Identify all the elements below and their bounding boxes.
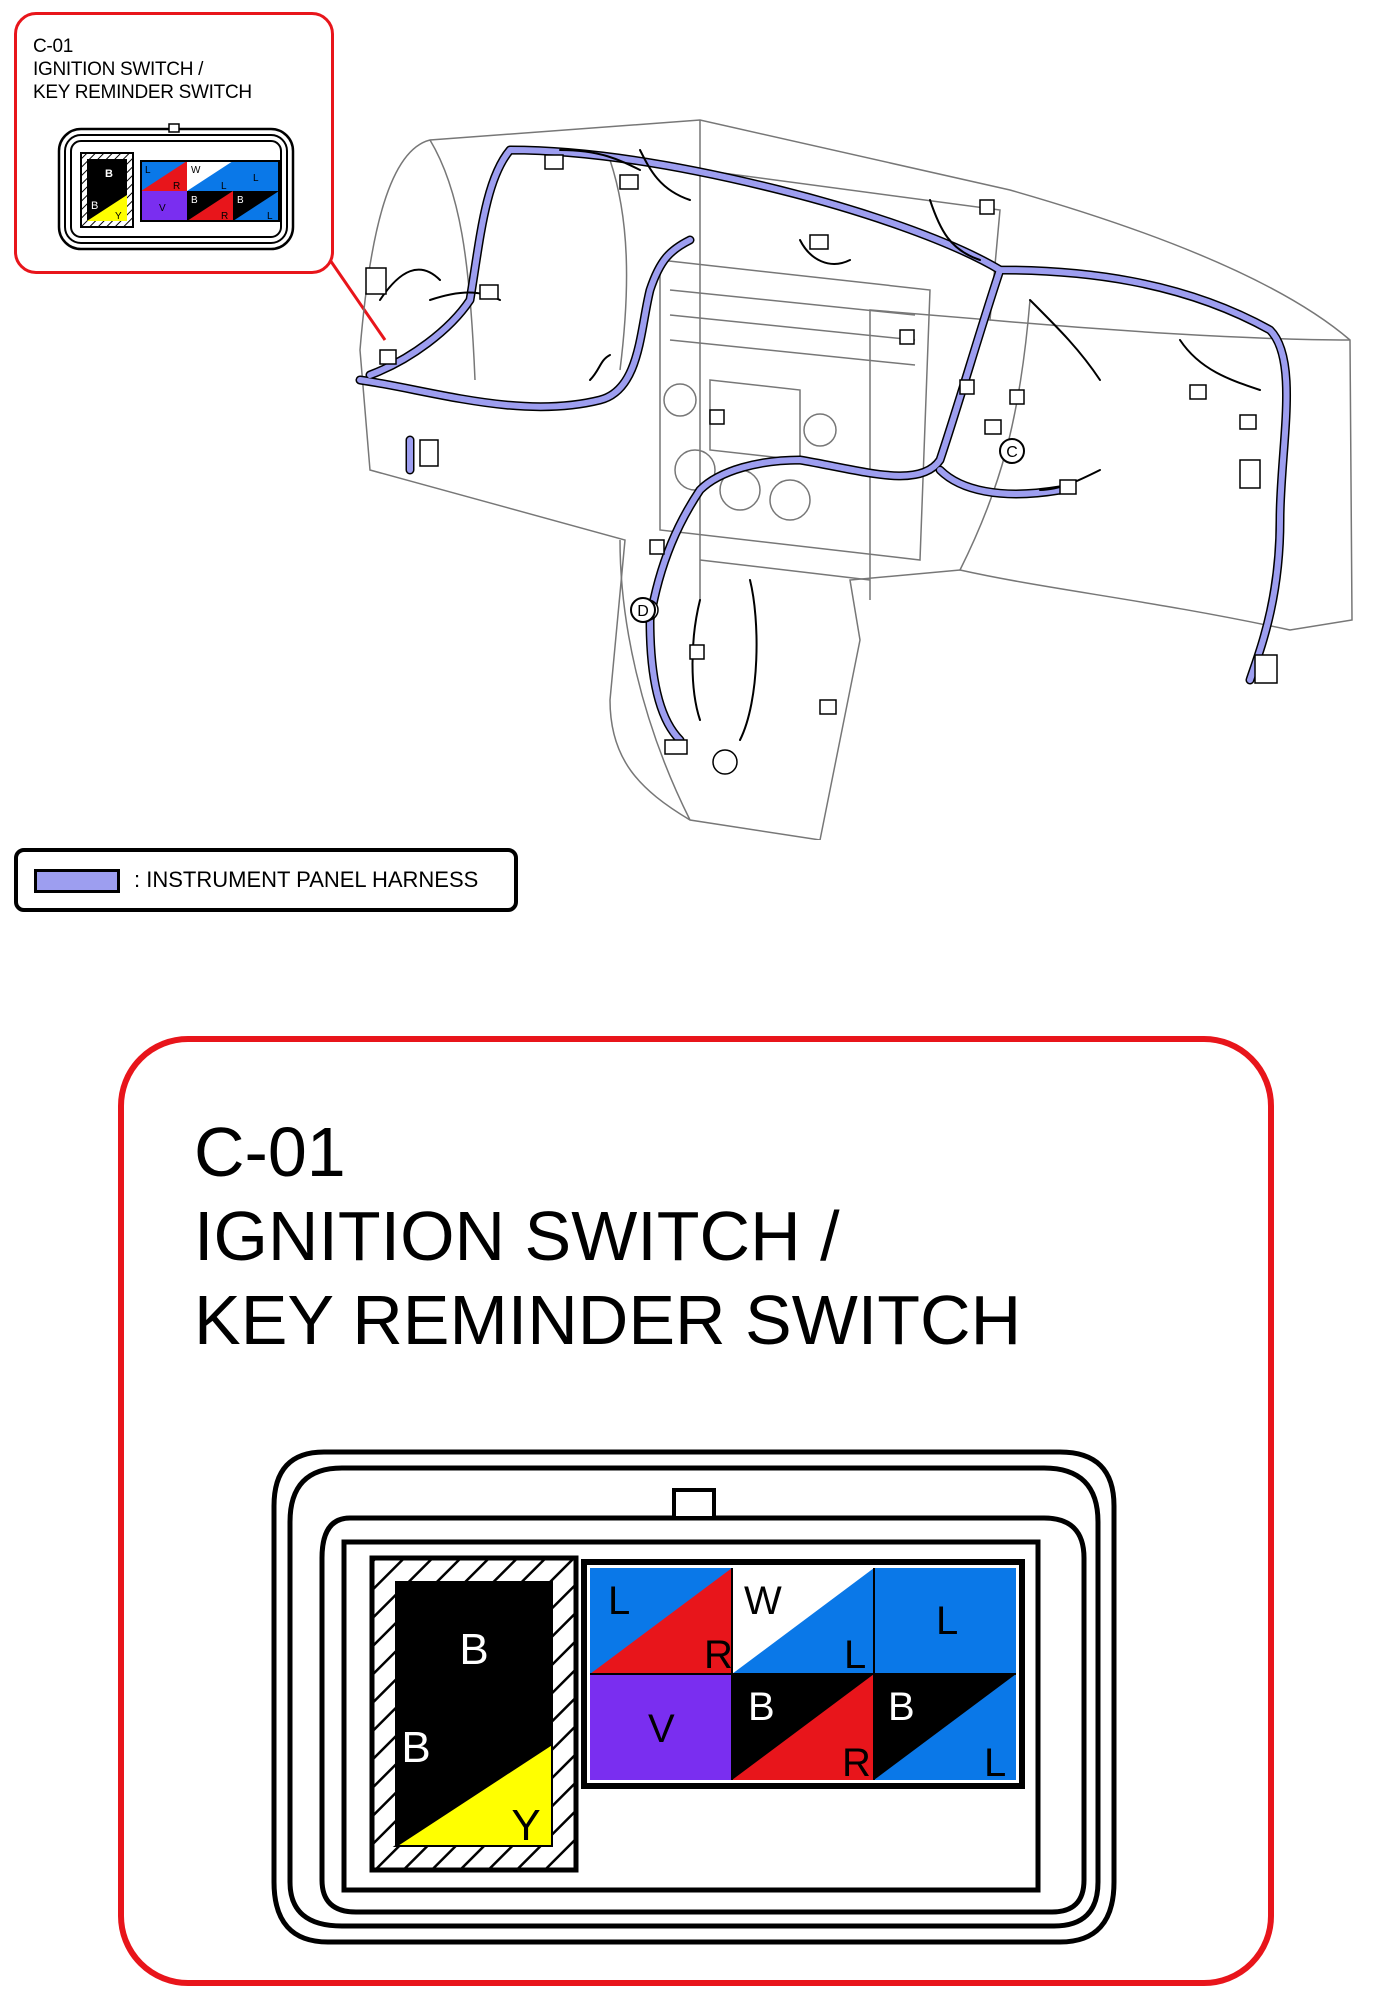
svg-text:B: B	[459, 1625, 488, 1674]
svg-text:B: B	[401, 1723, 430, 1772]
svg-text:L: L	[267, 211, 273, 222]
svg-text:R: R	[704, 1633, 733, 1677]
callout-title-line2: KEY REMINDER SWITCH	[33, 82, 252, 103]
connector-face-large: B B Y L R W L L	[271, 1449, 1117, 1945]
pin-l-r: L R	[590, 1568, 733, 1677]
pin-l: L	[874, 1568, 1016, 1674]
connector-face-small: B B Y LR WL L V BR BL	[57, 123, 295, 251]
svg-text:L: L	[608, 1579, 630, 1623]
connector-title-line1: IGNITION SWITCH /	[194, 1197, 840, 1275]
legend-label: : INSTRUMENT PANEL HARNESS	[134, 867, 479, 892]
marker-d: D	[630, 597, 656, 623]
pin-v: V	[590, 1674, 732, 1780]
harness-legend: : INSTRUMENT PANEL HARNESS	[14, 848, 518, 912]
svg-text:L: L	[253, 173, 259, 184]
svg-text:B: B	[748, 1685, 775, 1729]
small-pin-b2: B	[91, 200, 98, 212]
connector-title-line2: KEY REMINDER SWITCH	[194, 1281, 1022, 1359]
svg-text:R: R	[842, 1741, 871, 1785]
callout-title-line1: IGNITION SWITCH /	[33, 59, 204, 80]
svg-text:W: W	[744, 1579, 782, 1623]
dashboard-outline	[359, 119, 1353, 840]
svg-text:W: W	[191, 165, 201, 176]
pin-b-l: B L	[874, 1674, 1016, 1785]
legend-swatch	[34, 869, 120, 893]
svg-text:L: L	[984, 1741, 1006, 1785]
marker-c: C	[999, 438, 1025, 464]
connector-code: C-01	[194, 1113, 346, 1191]
pin-left-b-by: B B Y	[369, 1555, 579, 1873]
svg-text:R: R	[173, 181, 180, 192]
svg-text:L: L	[936, 1599, 958, 1643]
svg-text:B: B	[191, 195, 198, 206]
callout-code: C-01	[33, 36, 73, 57]
pin-b-r: B R	[732, 1674, 874, 1785]
pin-w-l: W L	[732, 1568, 874, 1677]
svg-text:L: L	[844, 1633, 866, 1677]
connector-callout-large: C-01 IGNITION SWITCH / KEY REMINDER SWIT…	[118, 1036, 1274, 1986]
svg-text:V: V	[648, 1707, 675, 1751]
harness-connectors	[365, 154, 1278, 775]
pin-grid-right: L R W L L V B R	[581, 1559, 1025, 1789]
svg-text:C: C	[1006, 444, 1018, 461]
svg-text:L: L	[221, 181, 227, 192]
harness-wires	[355, 145, 1291, 745]
instrument-panel-harness-drawing: C D	[328, 119, 1353, 840]
svg-text:Y: Y	[511, 1801, 540, 1850]
callout-leader-line	[328, 259, 387, 341]
svg-text:B: B	[237, 195, 244, 206]
small-pin-b: B	[105, 168, 113, 180]
svg-text:R: R	[221, 211, 228, 222]
small-pin-y: Y	[115, 211, 122, 222]
svg-text:B: B	[888, 1685, 915, 1729]
connector-callout-small: C-01 IGNITION SWITCH / KEY REMINDER SWIT…	[14, 12, 334, 274]
svg-text:V: V	[159, 203, 166, 214]
small-pin-grid: LR WL L V BR BL	[140, 160, 280, 222]
svg-text:D: D	[637, 603, 649, 620]
svg-text:L: L	[145, 165, 151, 176]
